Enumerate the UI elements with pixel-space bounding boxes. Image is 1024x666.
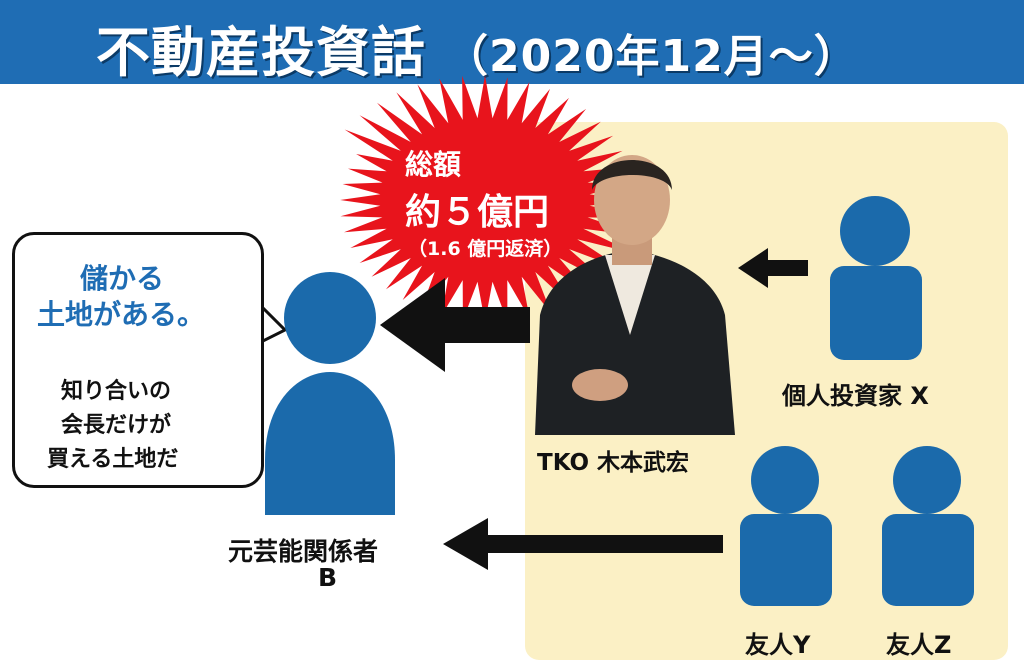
bubble-headline-2: 土地がある。	[37, 298, 206, 331]
person-z-figure	[882, 446, 974, 606]
arrow-x-to-kimoto	[738, 248, 808, 288]
arrow-kimoto-to-b	[380, 278, 530, 372]
bubble-quote-1: 知り合いの	[61, 379, 172, 404]
page-title: 不動産投資話 （2020年12月〜）	[96, 8, 859, 87]
label-b-role: 元芸能関係者	[228, 537, 379, 566]
label-investor-x: 個人投資家 X	[782, 382, 929, 410]
starburst	[340, 75, 651, 323]
title-date: （2020年12月〜）	[444, 31, 859, 82]
arrow-friends-to-b	[443, 518, 723, 570]
burst-repaid: （1.6 億円返済）	[408, 238, 563, 260]
label-friend-z: 友人Z	[886, 631, 952, 659]
burst-amount: 約５億円	[405, 192, 550, 233]
header-banner: 不動産投資話 （2020年12月〜）	[0, 0, 1024, 84]
label-b-name: B	[318, 563, 338, 592]
person-y-figure	[740, 446, 832, 606]
burst-label-total: 総額	[405, 148, 462, 181]
bubble-quote-3: 買える土地だ	[47, 447, 179, 472]
bubble-quote-2: 会長だけが	[61, 413, 172, 438]
person-b-figure	[265, 272, 395, 515]
title-main: 不動産投資話	[96, 21, 426, 84]
label-friend-y: 友人Y	[745, 631, 811, 659]
bubble-headline-1: 儲かる	[80, 262, 165, 295]
label-kimoto: TKO 木本武宏	[537, 450, 690, 476]
kimoto-photo	[530, 145, 735, 435]
speech-bubble: 儲かる 土地がある。 知り合いの 会長だけが 買える土地だ	[12, 232, 264, 488]
person-x-figure	[830, 196, 922, 360]
